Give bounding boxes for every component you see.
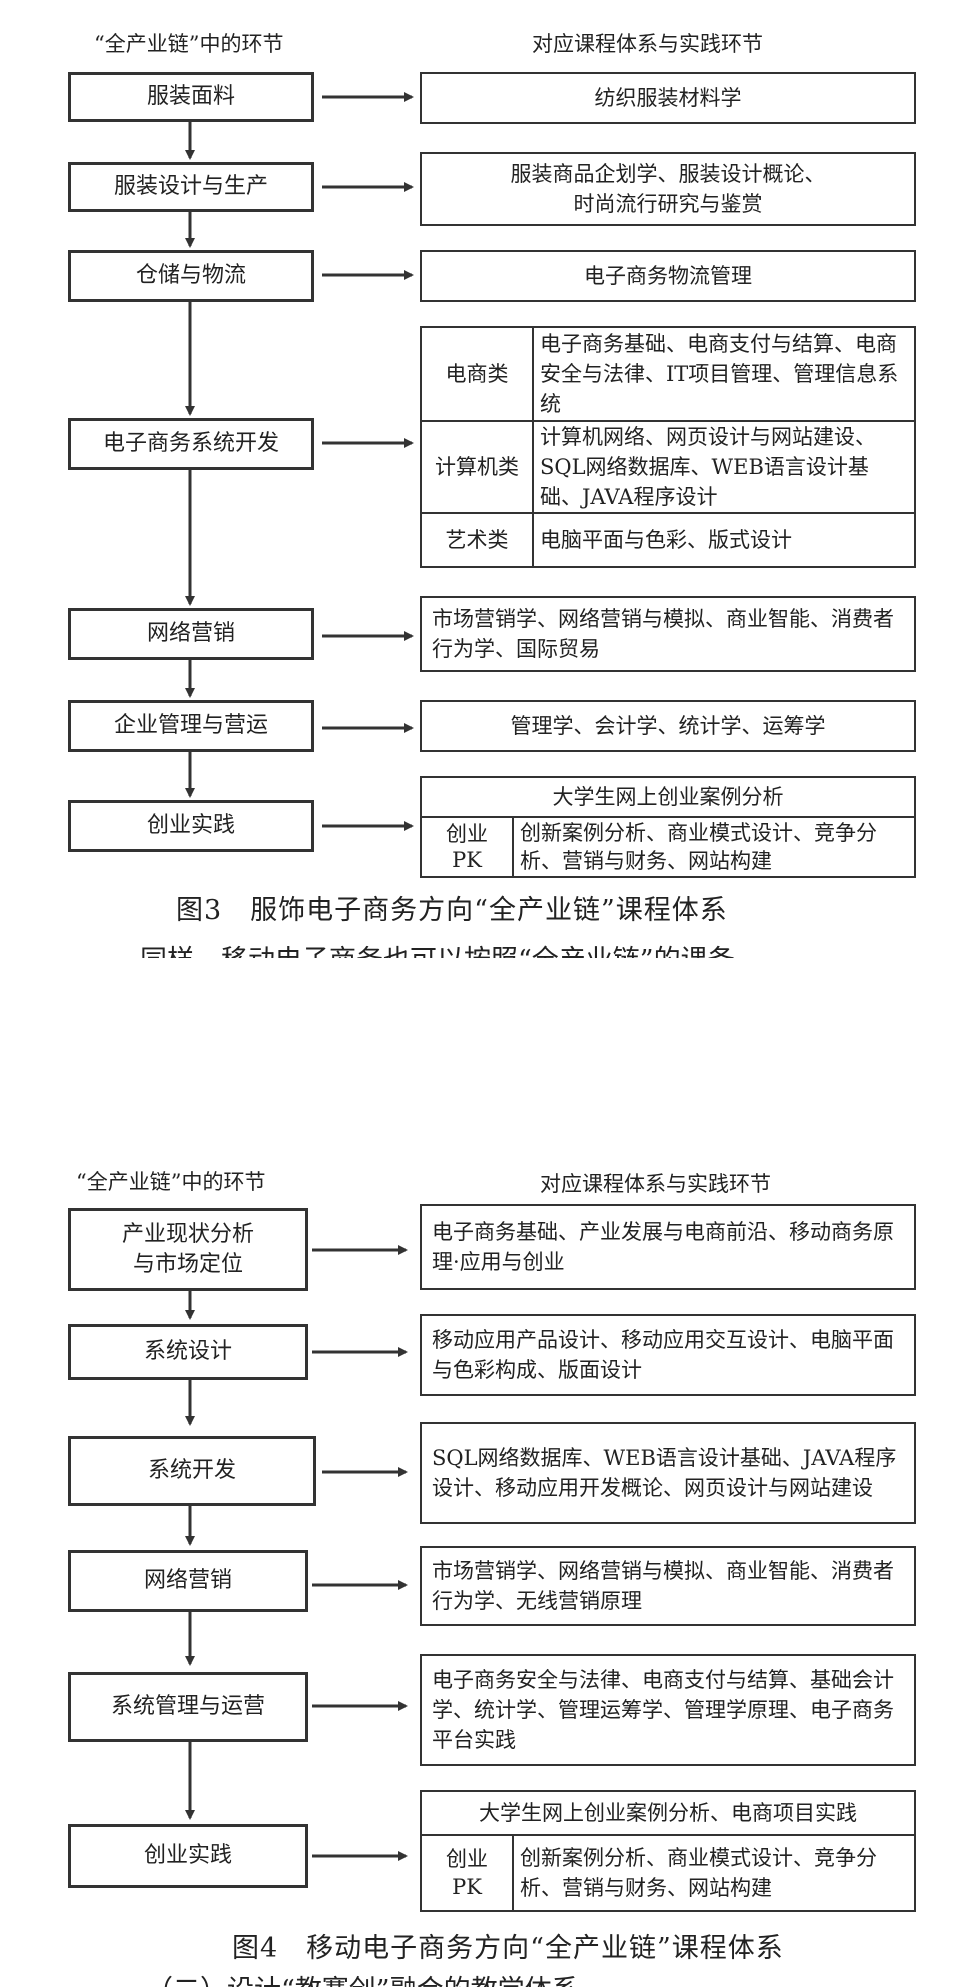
startup-category-line1: 创业	[446, 822, 488, 846]
fig4-caption: 图4 移动电子商务方向“全产业链”课程体系	[232, 1933, 784, 1964]
fig3-header-left: “全产业链”中的环节	[94, 32, 284, 56]
fig4-stage-market-analysis: 产业现状分析 与市场定位	[68, 1208, 308, 1291]
fig3-stage-management: 企业管理与营运	[68, 700, 314, 752]
fig3-course-marketing: 市场营销学、网络营销与模拟、商业智能、消费者行为学、国际贸易	[420, 596, 916, 672]
category-art: 艺术类	[422, 514, 534, 566]
course-text: 市场营销学、网络营销与模拟、商业智能、消费者行为学、无线营销原理	[432, 1559, 894, 1613]
category-art-courses: 电脑平面与色彩、版式设计	[540, 528, 792, 552]
fig4-course-marketing: 市场营销学、网络营销与模拟、商业智能、消费者行为学、无线营销原理	[420, 1546, 916, 1626]
row-divider	[422, 512, 914, 514]
fig3-stage-logistics: 仓储与物流	[68, 250, 314, 302]
fig3-course-management: 管理学、会计学、统计学、运筹学	[420, 700, 916, 752]
row-divider	[422, 816, 914, 818]
fig4-course-analysis: 电子商务基础、产业发展与电商前沿、移动商务原理·应用与创业	[420, 1204, 916, 1290]
fig3-stage-fabric: 服装面料	[68, 72, 314, 122]
course-text: 移动应用产品设计、移动应用交互设计、电脑平面与色彩构成、版面设计	[432, 1328, 894, 1382]
fig4-stage-operations: 系统管理与运营	[68, 1672, 308, 1742]
startup-title: 大学生网上创业案例分析	[552, 785, 784, 809]
course-text: 纺织服装材料学	[594, 86, 742, 110]
fig3-stage-system-dev: 电子商务系统开发	[68, 418, 314, 470]
fig4-header-right: 对应课程体系与实践环节	[540, 1172, 771, 1196]
course-text: SQL网络数据库、WEB语言设计基础、JAVA程序设计、移动应用开发概论、网页设…	[432, 1446, 897, 1500]
fig3-stage-marketing: 网络营销	[68, 608, 314, 660]
fig3-course-fabric: 纺织服装材料学	[420, 72, 916, 124]
fig3-startup-course-group: 大学生网上创业案例分析 创业 PK 创新案例分析、商业模式设计、竞争分析、营销与…	[420, 776, 916, 878]
fig3-cut-body-text: 同样，移动电子商务也可以按照“全产业链”的课备	[140, 938, 920, 958]
fig3-course-logistics: 电子商务物流管理	[420, 250, 916, 302]
course-text-line1: 服装商品企划学、服装设计概论、	[510, 162, 826, 186]
fig3-dev-course-group: 电商类 电子商务基础、电商支付与结算、电商安全与法律、IT项目管理、管理信息系统…	[420, 326, 916, 568]
fig4-cut-body-text: （二）设计“教赛创”融合的教学体系	[146, 1968, 906, 1987]
fig4-course-dev: SQL网络数据库、WEB语言设计基础、JAVA程序设计、移动应用开发概论、网页设…	[420, 1422, 916, 1524]
startup-category: 创业 PK	[422, 1836, 514, 1910]
course-text: 管理学、会计学、统计学、运筹学	[510, 714, 826, 738]
fig3-course-design: 服装商品企划学、服装设计概论、 时尚流行研究与鉴赏	[420, 152, 916, 226]
startup-category-line1: 创业	[446, 1847, 488, 1871]
fig4-stage-system-dev: 系统开发	[68, 1436, 316, 1506]
startup-courses: 创新案例分析、商业模式设计、竞争分析、营销与财务、网站构建	[520, 1846, 877, 1900]
fig3-stage-design: 服装设计与生产	[68, 162, 314, 212]
cut-text: 同样，移动电子商务也可以按照“全产业链”的课备	[140, 938, 735, 958]
startup-title: 大学生网上创业案例分析、电商项目实践	[479, 1801, 857, 1825]
startup-category-line2: PK	[452, 1875, 482, 1899]
startup-category: 创业 PK	[422, 818, 514, 876]
stage-line1: 产业现状分析	[121, 1221, 254, 1247]
cut-text: （二）设计“教赛创”融合的教学体系	[146, 1968, 579, 1987]
fig3-stage-startup: 创业实践	[68, 800, 314, 852]
fig4-stage-startup: 创业实践	[68, 1824, 308, 1888]
course-text: 电子商务基础、产业发展与电商前沿、移动商务原理·应用与创业	[432, 1220, 894, 1274]
course-text: 电子商务安全与法律、电商支付与结算、基础会计学、统计学、管理运筹学、管理学原理、…	[432, 1668, 894, 1752]
fig4-course-operations: 电子商务安全与法律、电商支付与结算、基础会计学、统计学、管理运筹学、管理学原理、…	[420, 1654, 916, 1766]
fig4-stage-marketing: 网络营销	[68, 1550, 308, 1612]
row-divider	[422, 420, 914, 422]
fig4-course-design: 移动应用产品设计、移动应用交互设计、电脑平面与色彩构成、版面设计	[420, 1314, 916, 1396]
fig3-header-right: 对应课程体系与实践环节	[532, 32, 763, 56]
fig4-stage-system-design: 系统设计	[68, 1324, 308, 1380]
course-text: 市场营销学、网络营销与模拟、商业智能、消费者行为学、国际贸易	[432, 607, 894, 661]
category-ecommerce-courses: 电子商务基础、电商支付与结算、电商安全与法律、IT项目管理、管理信息系统	[540, 332, 899, 416]
startup-category-line2: PK	[452, 848, 482, 872]
startup-courses: 创新案例分析、商业模式设计、竞争分析、营销与财务、网站构建	[520, 821, 877, 873]
category-computer-courses: 计算机网络、网页设计与网站建设、SQL网络数据库、WEB语言设计基础、JAVA程…	[540, 425, 876, 509]
fig4-header-left: “全产业链”中的环节	[76, 1170, 266, 1194]
row-divider	[422, 1834, 914, 1836]
stage-line2: 与市场定位	[132, 1251, 243, 1277]
category-ecommerce: 电商类	[422, 328, 534, 420]
fig4-startup-course-group: 大学生网上创业案例分析、电商项目实践 创业 PK 创新案例分析、商业模式设计、竞…	[420, 1790, 916, 1912]
course-text-line2: 时尚流行研究与鉴赏	[573, 192, 763, 216]
category-computer: 计算机类	[422, 422, 534, 512]
fig3-caption: 图3 服饰电子商务方向“全产业链”课程体系	[176, 895, 728, 926]
course-text: 电子商务物流管理	[584, 264, 752, 288]
